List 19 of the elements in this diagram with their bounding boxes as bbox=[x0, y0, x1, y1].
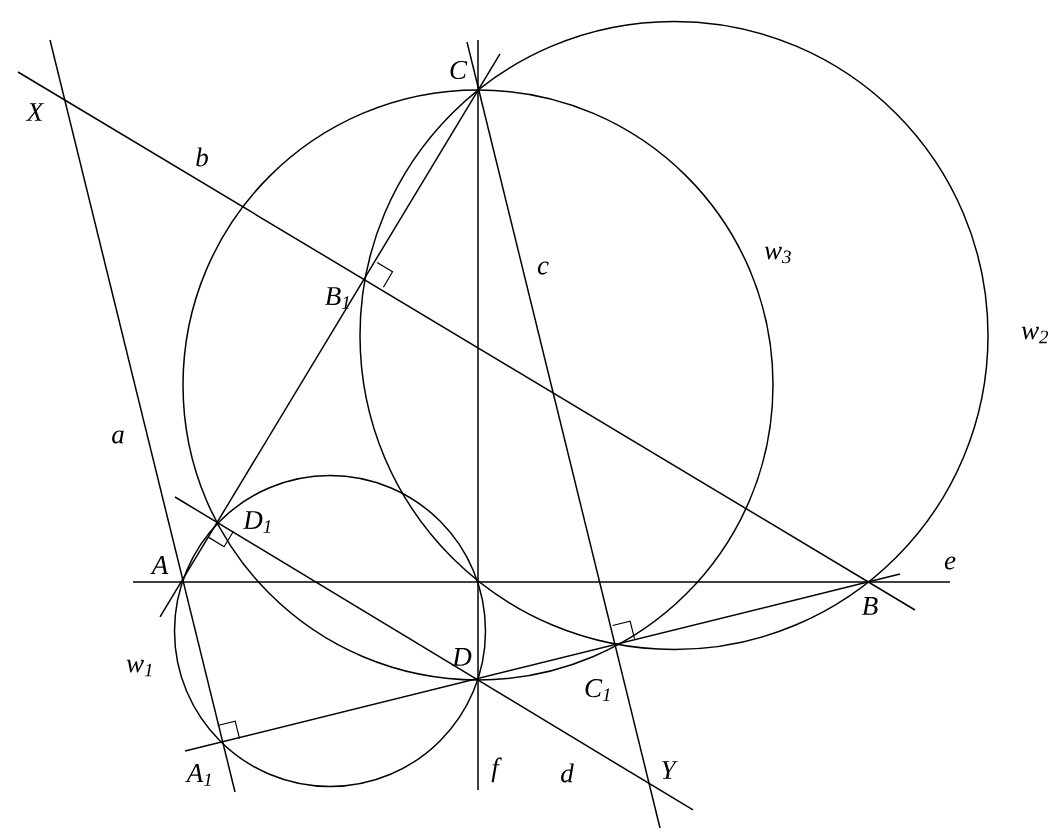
point-label: Y bbox=[662, 761, 678, 779]
line-label: e bbox=[944, 556, 956, 570]
line-label: d bbox=[561, 763, 574, 783]
point-label: B$_{1}$ bbox=[325, 287, 349, 309]
point-label: A$_{1}$ bbox=[185, 764, 211, 786]
point-label: C$_{1}$ bbox=[585, 679, 610, 701]
line-label: w$_{3}$ bbox=[764, 246, 791, 264]
point-label: C bbox=[450, 60, 468, 80]
point-label: X bbox=[25, 103, 45, 121]
point-label: B bbox=[862, 597, 878, 615]
line-label: c bbox=[537, 261, 549, 275]
line-label: f bbox=[491, 757, 502, 783]
line-label: b bbox=[196, 147, 208, 167]
point-label: D$_{1}$ bbox=[243, 511, 271, 533]
line-label: w$_{2}$ bbox=[1021, 326, 1049, 344]
line-label: w$_{1}$ bbox=[126, 659, 152, 677]
point-label: A bbox=[150, 556, 169, 574]
point-label: D bbox=[451, 648, 472, 666]
line-label: a bbox=[112, 430, 124, 444]
